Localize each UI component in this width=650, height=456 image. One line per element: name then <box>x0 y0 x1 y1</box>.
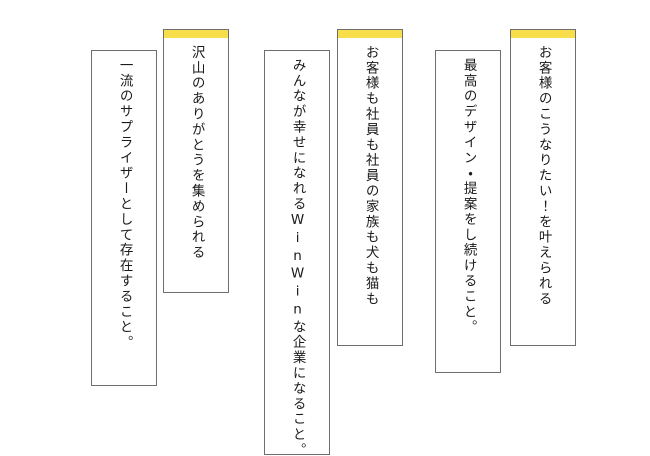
text-panel[interactable]: 沢山のありがとうを集められる <box>163 29 229 293</box>
text-panel[interactable]: お客様のこうなりたい！を叶えられる <box>510 29 576 346</box>
panel-accent-bar <box>164 30 228 38</box>
panel-body: 沢山のありがとうを集められる <box>164 38 228 292</box>
panel-vertical-text: お客様も社員も社員の家族も犬も猫も <box>362 45 379 307</box>
panel-body: 一流のサプライザーとして存在すること。 <box>92 51 156 385</box>
panel-vertical-text: みんなが幸せになれるWinWinな企業になること。 <box>289 58 306 454</box>
panel-accent-bar <box>338 30 402 38</box>
panel-body: お客様も社員も社員の家族も犬も猫も <box>338 38 402 345</box>
text-panel[interactable]: 一流のサプライザーとして存在すること。 <box>91 50 157 386</box>
panel-vertical-text: 最高のデザイン・提案をし続けること。 <box>460 58 477 336</box>
text-panel[interactable]: 最高のデザイン・提案をし続けること。 <box>435 50 501 373</box>
panel-vertical-text: お客様のこうなりたい！を叶えられる <box>535 45 552 307</box>
panel-body: お客様のこうなりたい！を叶えられる <box>511 38 575 345</box>
panel-body: みんなが幸せになれるWinWinな企業になること。 <box>265 51 329 454</box>
text-panel[interactable]: お客様も社員も社員の家族も犬も猫も <box>337 29 403 346</box>
panel-vertical-text: 一流のサプライザーとして存在すること。 <box>116 58 133 351</box>
panel-body: 最高のデザイン・提案をし続けること。 <box>436 51 500 372</box>
text-panel[interactable]: みんなが幸せになれるWinWinな企業になること。 <box>264 50 330 455</box>
panel-vertical-text: 沢山のありがとうを集められる <box>188 45 205 261</box>
panel-accent-bar <box>511 30 575 38</box>
